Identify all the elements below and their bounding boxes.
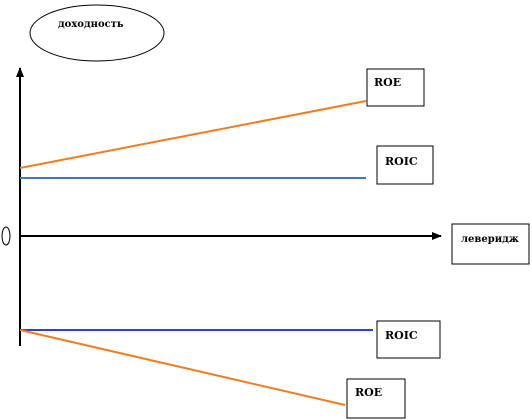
origin-marker: 0 (1, 226, 11, 246)
roic-label-box-lower: ROIC (376, 320, 441, 359)
roe-label-lower: ROE (355, 386, 382, 399)
roic-label-lower: ROIC (385, 329, 418, 342)
y-axis-label: доходность (58, 19, 124, 30)
roe-label-box-lower: ROE (346, 378, 406, 419)
roic-label-box-upper: ROIC (376, 145, 434, 185)
roe-label-box-upper: ROE (366, 68, 425, 107)
roic-label-upper: ROIC (385, 155, 418, 168)
y-axis-label-bubble: доходность (29, 4, 165, 62)
x-axis-label: леверидж (461, 234, 519, 245)
roe-line-lower (19, 329, 346, 406)
roe-line-upper (19, 100, 367, 169)
x-axis-label-box: леверидж (451, 223, 530, 265)
roe-label-upper: ROE (374, 76, 401, 89)
